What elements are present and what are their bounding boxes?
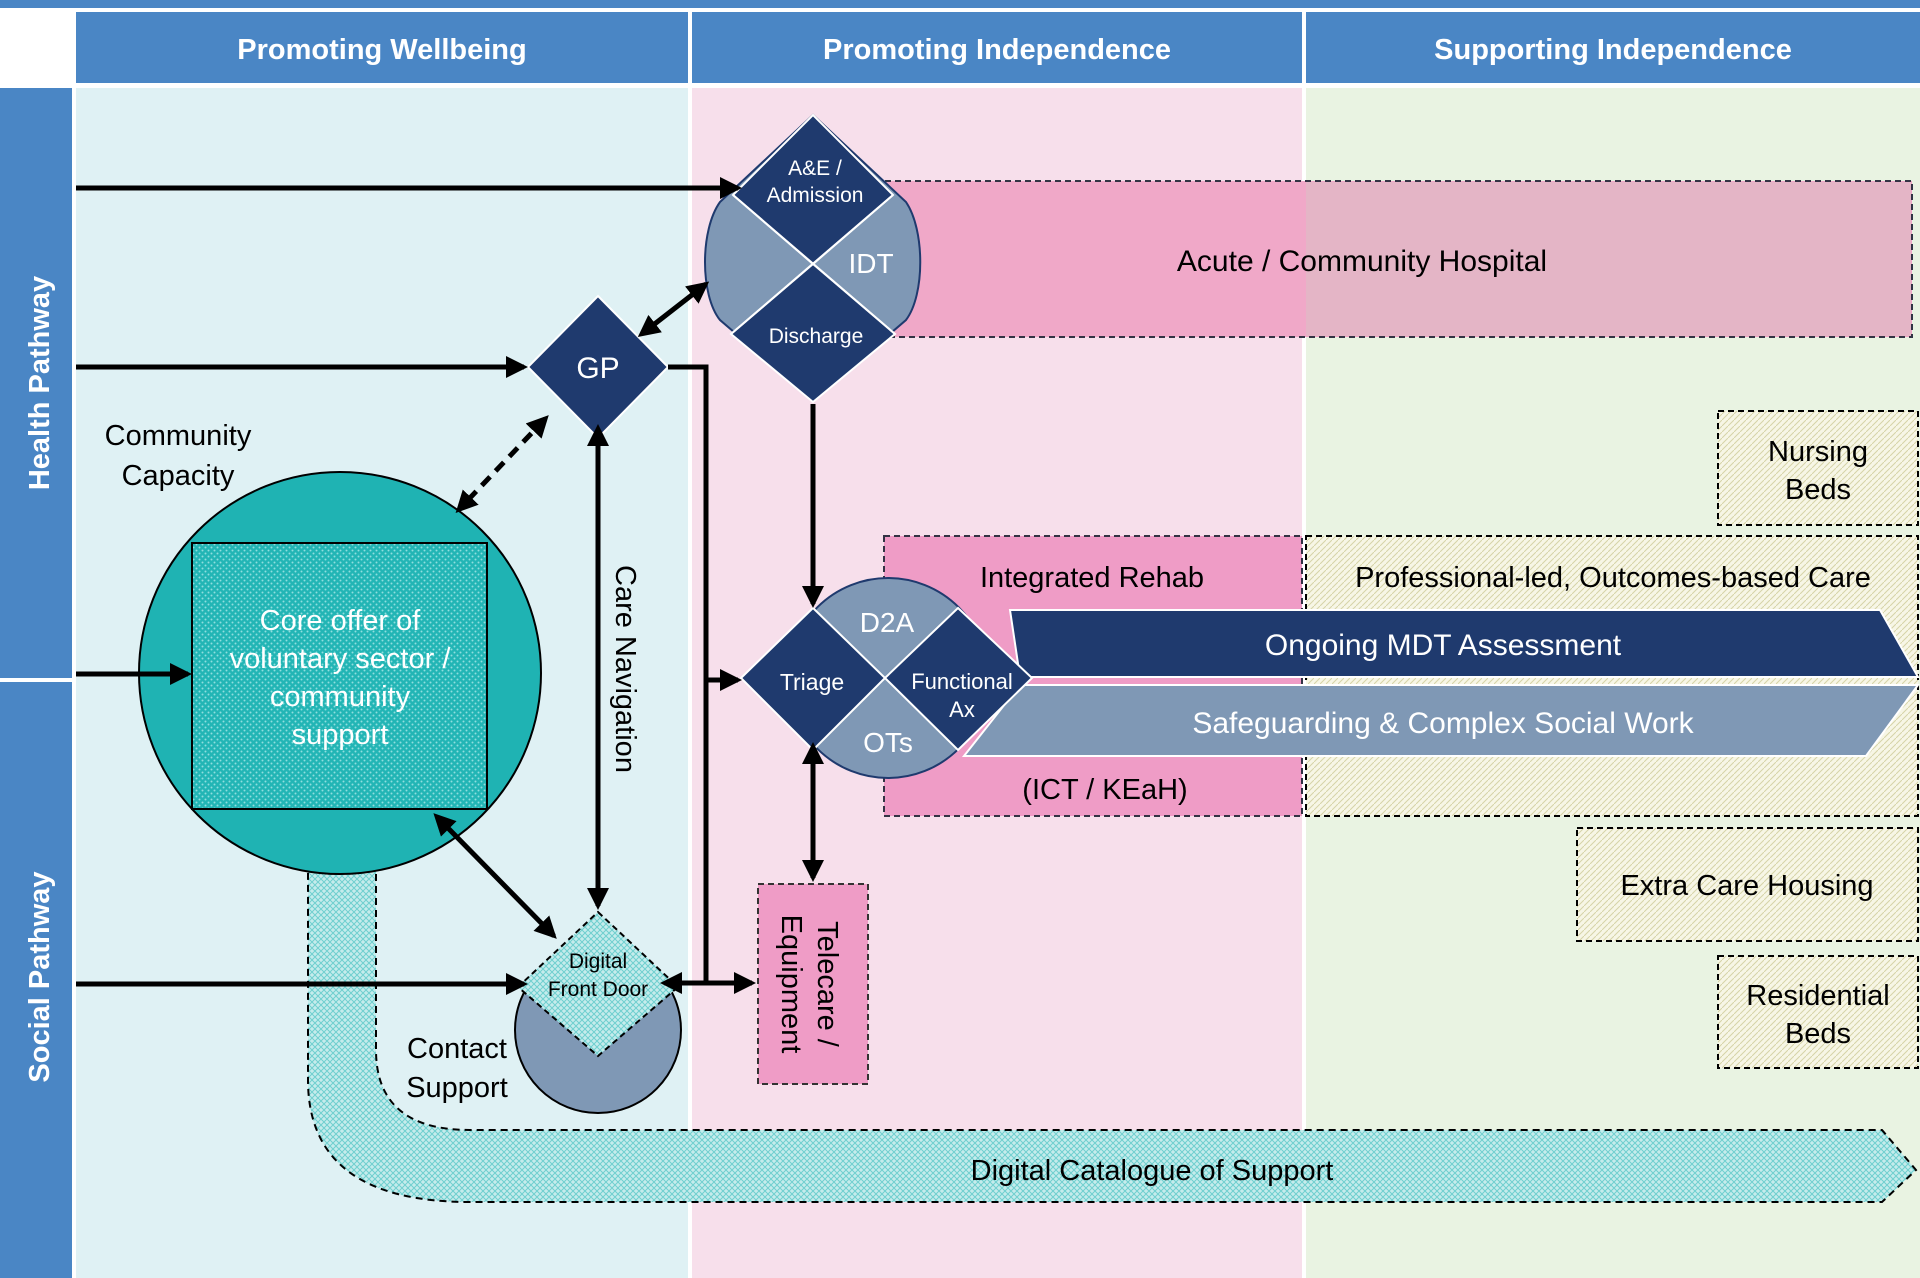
ae-label-2: Admission: [767, 184, 864, 207]
contact-support-label-2: Support: [406, 1072, 508, 1104]
ae-divider-2: [730, 194, 894, 335]
idt-label: IDT: [848, 248, 893, 279]
row-social-pathway-label: Social Pathway: [24, 871, 56, 1082]
extra-care-housing-label: Extra Care Housing: [1620, 870, 1873, 902]
header-promoting-independence: [692, 12, 1302, 83]
community-capacity-label-2: Capacity: [122, 460, 235, 492]
integrated-rehab-label: Integrated Rehab: [980, 562, 1204, 594]
telecare-label-2: Equipment: [775, 915, 807, 1054]
care-navigation-label: Care Navigation: [609, 565, 641, 773]
nursing-beds-label-1: Nursing: [1768, 436, 1868, 468]
core-offer-label-3: community: [270, 681, 411, 713]
core-offer-label-1: Core offer of: [260, 605, 422, 637]
gp-label: GP: [576, 352, 619, 385]
header-supporting-independence-label: Supporting Independence: [1434, 34, 1792, 66]
ongoing-mdt-label: Ongoing MDT Assessment: [1265, 629, 1622, 662]
d2a-label: D2A: [860, 607, 915, 638]
core-offer-box: [191, 542, 488, 810]
acute-community-hospital-label: Acute / Community Hospital: [1177, 245, 1547, 278]
header-promoting-wellbeing-label: Promoting Wellbeing: [237, 34, 526, 66]
ongoing-mdt-arrow: [1008, 609, 1920, 678]
telecare-equipment-box: [757, 883, 869, 1085]
nursing-beds-label-2: Beds: [1785, 474, 1851, 506]
header-promoting-independence-label: Promoting Independence: [823, 34, 1171, 66]
residential-beds-box: [1717, 955, 1919, 1069]
ict-keah-label: (ICT / KEaH): [1022, 774, 1187, 806]
safeguarding-arrow: [961, 684, 1920, 757]
top-strip: [0, 0, 1920, 8]
community-capacity-label-1: Community: [105, 420, 252, 452]
residential-beds-label-2: Beds: [1785, 1018, 1851, 1050]
functional-ax-label-1: Functional: [911, 669, 1013, 694]
header-supporting-independence: [1306, 12, 1920, 83]
discharge-label: Discharge: [769, 325, 864, 348]
ots-label: OTs: [863, 727, 913, 758]
triage-label: Triage: [780, 669, 844, 695]
row-social-pathway: [0, 682, 72, 1278]
safeguarding-label: Safeguarding & Complex Social Work: [1192, 707, 1694, 740]
residential-beds-label-1: Residential: [1746, 980, 1889, 1012]
digital-catalogue-arrow: [307, 869, 1918, 1203]
row-health-pathway: [0, 88, 72, 678]
core-offer-label-2: voluntary sector /: [230, 643, 452, 675]
contact-support-label-1: Contact: [407, 1033, 507, 1065]
digital-catalogue-label: Digital Catalogue of Support: [971, 1155, 1334, 1187]
gp-ae-connector: [637, 281, 710, 338]
professional-led-care-label: Professional-led, Outcomes-based Care: [1355, 562, 1871, 594]
extra-care-housing-box: [1576, 827, 1919, 942]
digital-front-door-diamond: [516, 910, 680, 1058]
telecare-label-1: Telecare /: [811, 921, 843, 1048]
digital-front-door-label-2: Front Door: [548, 978, 648, 1001]
functional-ax-label-2: Ax: [949, 697, 975, 722]
ae-label-1: A&E /: [788, 157, 842, 180]
acute-band-supporting-shade: [1306, 182, 1911, 336]
core-offer-label-4: support: [292, 719, 389, 751]
core-offer-front-door-connector: [433, 813, 557, 939]
ae-divider-1: [732, 194, 896, 335]
nursing-beds-box: [1717, 410, 1919, 526]
digital-front-door-label-1: Digital: [569, 950, 627, 973]
header-promoting-wellbeing: [76, 12, 688, 83]
gp-to-triage-line: [668, 364, 709, 983]
functional-ax-diamond: [883, 606, 1034, 752]
row-health-pathway-label: Health Pathway: [24, 276, 56, 490]
